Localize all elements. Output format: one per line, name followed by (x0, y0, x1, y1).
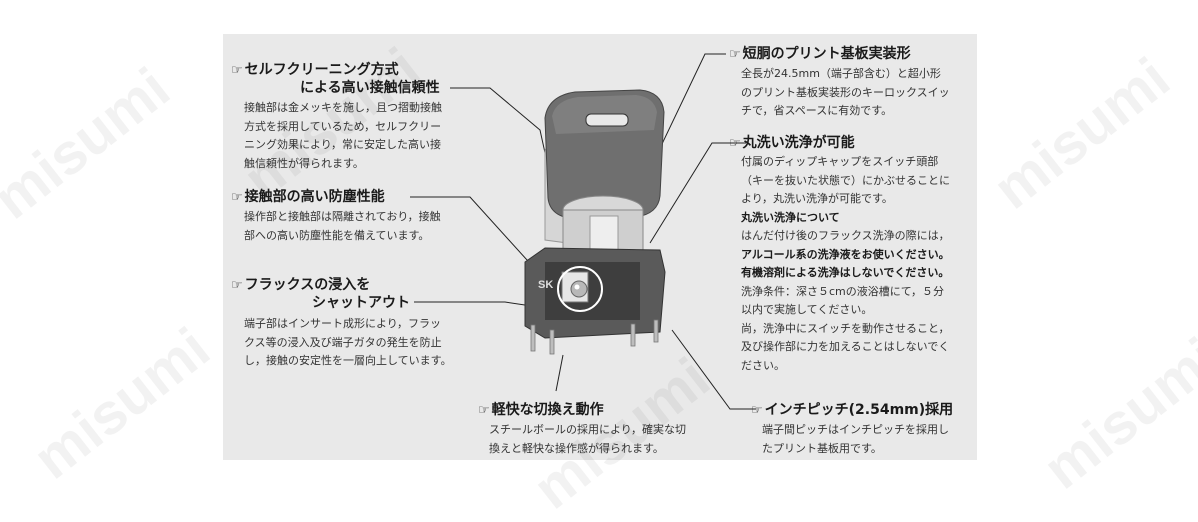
heading-dustproof: ☞接触部の高い防塵性能 (231, 189, 385, 205)
pointing-hand-icon: ☞ (231, 278, 243, 293)
washable-text: 付属のディップキャップをスイッチ頭部 （キーを抜いた状態で）にかぶせることに よ… (741, 155, 950, 372)
product-marking: SK (538, 279, 553, 291)
product-illustration: SK (410, 53, 756, 410)
heading-washable: ☞丸洗い洗浄が可能 (729, 135, 855, 151)
heading-flux: ☞フラックスの浸入を (231, 277, 371, 293)
heading-inch-pitch: ☞インチピッチ(2.54mm)採用 (751, 402, 954, 418)
pointing-hand-icon: ☞ (478, 403, 490, 418)
heading-self-cleaning-2: による高い接触信頼性 (300, 80, 440, 96)
self-cleaning-text: 接触部は金メッキを施し，且つ摺動接触 方式を採用しているため，セルフクリー ニン… (244, 101, 442, 170)
heading-switching: ☞軽快な切換え動作 (478, 402, 604, 418)
heading-short-body: ☞短胴のプリント基板実装形 (729, 46, 911, 62)
switching-text: スチールボールの採用により，確実な切 換えと軽快な操作感が得られます。 (489, 423, 687, 455)
pointing-hand-icon: ☞ (729, 47, 741, 62)
inch-pitch-text: 端子間ピッチはインチピッチを採用し たプリント基板用です。 (762, 423, 949, 455)
dustproof-text: 操作部と接触部は隔離されており，接触 部への高い防塵性能を備えています。 (244, 210, 441, 242)
pointing-hand-icon: ☞ (231, 190, 243, 205)
heading-flux-2: シャットアウト (312, 295, 410, 311)
short-body-text: 全長が24.5mm（端子部含む）と超小形 のプリント基板実装形のキーロックスイッ… (741, 67, 950, 117)
heading-self-cleaning: ☞セルフクリーニング方式 (231, 62, 399, 78)
pointing-hand-icon: ☞ (729, 136, 741, 151)
pointing-hand-icon: ☞ (231, 63, 243, 78)
flux-text: 端子部はインサート成形により，フラッ クス等の浸入及び端子ガタの発生を防止 し，… (244, 317, 452, 367)
pointing-hand-icon: ☞ (751, 403, 763, 418)
